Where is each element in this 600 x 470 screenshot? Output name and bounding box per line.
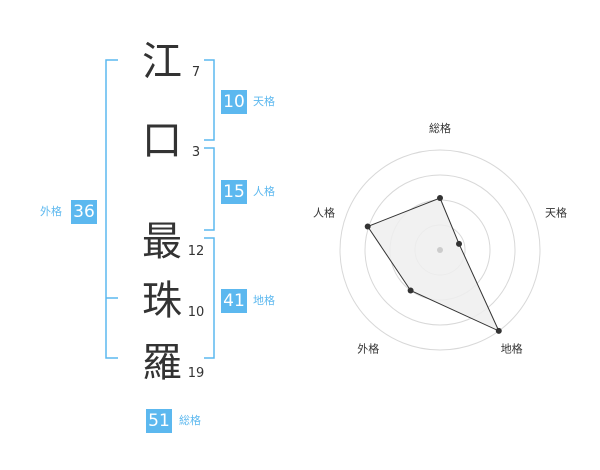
radar-axis-label: 地格 [501,342,523,356]
radar-point [495,327,502,334]
radar-ring [364,174,516,326]
name-char-2: 口 [142,118,182,164]
tenkaku-value: 10 [221,90,247,114]
radar-point [364,223,371,230]
stroke-count-5: 19 [187,366,205,381]
soukaku-value: 51 [146,409,172,433]
radar-axis-label: 総格 [429,121,451,135]
stroke-count-2: 3 [191,145,201,160]
gaikaku-value: 36 [71,200,97,224]
bracket-gaikaku [105,59,118,359]
stroke-count-4: 10 [187,305,205,320]
radar-center-dot [437,247,443,253]
radar-ring [339,149,541,351]
bracket-chikaku [204,237,215,359]
stroke-count-1: 7 [191,65,201,80]
radar-point [437,195,443,201]
tenkaku-label: 天格 [253,95,275,108]
radar-point [407,287,414,294]
chikaku-value: 41 [221,289,247,313]
bracket-jinkaku [204,147,215,231]
name-char-1: 江 [142,39,182,85]
name-char-3: 最 [142,219,182,265]
gaikaku-label: 外格 [40,205,62,218]
bracket-tenkaku [204,59,215,141]
name-char-5: 羅 [142,340,182,386]
radar-point [456,240,463,247]
radar-axis-label: 天格 [545,205,567,219]
radar-axis-label: 外格 [357,342,379,356]
stroke-count-3: 12 [187,244,205,259]
radar-area [366,197,500,332]
jinkaku-value: 15 [221,180,247,204]
name-char-4: 珠 [142,278,182,324]
radar-axis-label: 人格 [313,205,335,219]
jinkaku-label: 人格 [253,185,275,198]
chikaku-label: 地格 [253,294,275,307]
soukaku-label: 総格 [179,414,201,427]
